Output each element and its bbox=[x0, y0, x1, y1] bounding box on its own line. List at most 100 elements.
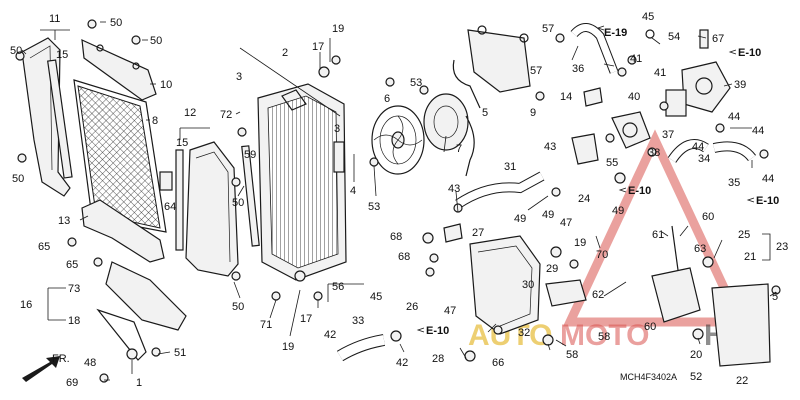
leader-line bbox=[239, 47, 341, 117]
callout-labels: 11 50 15 50 50 10 8 50 13 64 65 65 16 73… bbox=[10, 11, 788, 389]
callout-65: 65 bbox=[66, 259, 78, 271]
bolt-icon bbox=[99, 373, 109, 383]
callout-12: 12 bbox=[184, 107, 196, 119]
callout-72: 72 bbox=[220, 109, 232, 121]
callout-44: 44 bbox=[728, 111, 740, 123]
callout-1: 1 bbox=[136, 377, 142, 389]
fan-group bbox=[371, 25, 531, 177]
drawing-code: MCH4F3402A bbox=[620, 372, 677, 382]
callout-65: 65 bbox=[38, 241, 50, 253]
callout-6: 6 bbox=[384, 93, 390, 105]
callout-24: 24 bbox=[578, 193, 590, 205]
clamp-icon bbox=[647, 147, 657, 157]
callout-53: 53 bbox=[410, 77, 422, 89]
grouping-brackets bbox=[40, 29, 771, 321]
bolt-icon bbox=[331, 55, 341, 65]
callout-59: 59 bbox=[244, 149, 256, 161]
callout-17: 17 bbox=[312, 41, 324, 53]
bolt-icon bbox=[519, 33, 529, 43]
clamp-icon bbox=[759, 149, 769, 159]
fan-blade-icon bbox=[373, 134, 423, 146]
bolt-67-part bbox=[699, 29, 709, 49]
cooling-fan-part bbox=[371, 105, 425, 175]
bolt-icon bbox=[369, 157, 379, 167]
rubber-mount-part bbox=[159, 171, 173, 191]
callout-49: 49 bbox=[612, 205, 624, 217]
bolt-icon bbox=[313, 291, 323, 301]
callout-70: 70 bbox=[596, 249, 608, 261]
callout-50: 50 bbox=[12, 173, 24, 185]
callout-14: 14 bbox=[560, 91, 572, 103]
bracket-line-56 bbox=[327, 283, 364, 302]
callout-21: 21 bbox=[744, 251, 756, 263]
callout-5: 5 bbox=[772, 291, 778, 303]
thermostat-port bbox=[695, 77, 713, 95]
callout-67: 67 bbox=[712, 33, 724, 45]
arrow-icon bbox=[746, 197, 755, 203]
callout-52: 52 bbox=[690, 371, 702, 383]
callout-3: 3 bbox=[334, 123, 340, 135]
front-arrow-icon bbox=[22, 356, 60, 382]
thermostat-housing-part bbox=[681, 61, 731, 113]
reserve-tank-group bbox=[443, 223, 771, 367]
callout-17: 17 bbox=[300, 313, 312, 325]
callout-15: 15 bbox=[176, 137, 188, 149]
clamp-icon bbox=[614, 172, 626, 184]
thermostat-part bbox=[665, 89, 687, 117]
callout-18: 18 bbox=[68, 315, 80, 327]
upper-cover-hole-icon bbox=[96, 44, 104, 52]
bolt-icon bbox=[692, 328, 704, 340]
callout-7: 7 bbox=[456, 143, 462, 155]
bracket-30-part bbox=[545, 279, 587, 307]
callout-32: 32 bbox=[518, 327, 530, 339]
callout-43: 43 bbox=[544, 141, 556, 153]
callout-2: 2 bbox=[282, 47, 288, 59]
callout-41: 41 bbox=[654, 67, 666, 79]
tank-hose-part bbox=[671, 225, 679, 271]
front-direction-indicator: FR. bbox=[22, 353, 70, 382]
callout-58: 58 bbox=[566, 349, 578, 361]
bolt-icon bbox=[569, 259, 579, 269]
bolt-icon bbox=[771, 285, 781, 295]
clamp-icon bbox=[702, 256, 714, 268]
callout-23: 23 bbox=[776, 241, 788, 253]
bolt-icon bbox=[551, 187, 561, 197]
fastener-group bbox=[15, 19, 781, 383]
callout-20: 20 bbox=[690, 349, 702, 361]
callout-50: 50 bbox=[150, 35, 162, 47]
callout-45: 45 bbox=[370, 291, 382, 303]
bolt-icon bbox=[419, 85, 429, 95]
bolt-icon bbox=[555, 33, 565, 43]
callout-47: 47 bbox=[560, 217, 572, 229]
oring-icon bbox=[605, 133, 615, 143]
lower-cowl-part bbox=[105, 261, 187, 331]
callout-62: 62 bbox=[592, 289, 604, 301]
upper-cover-part bbox=[81, 39, 157, 101]
radiator-grille-part bbox=[77, 85, 161, 229]
callout-41: 41 bbox=[630, 53, 642, 65]
callout-44: 44 bbox=[692, 141, 704, 153]
reserve-tank-cover-part bbox=[469, 235, 541, 335]
rod-59-part bbox=[241, 145, 260, 247]
bolt-icon bbox=[67, 237, 77, 247]
callout-37: 37 bbox=[662, 129, 674, 141]
bolt-icon bbox=[231, 271, 241, 281]
clamp-icon bbox=[715, 123, 725, 133]
callout-49: 49 bbox=[514, 213, 526, 225]
radiator-fins bbox=[267, 95, 339, 269]
nut-icon bbox=[542, 334, 554, 346]
bolt-icon bbox=[477, 25, 487, 35]
lower-bracket-part bbox=[81, 199, 165, 263]
callout-54: 54 bbox=[668, 31, 680, 43]
bolt-icon bbox=[493, 325, 503, 335]
cap-14-part bbox=[583, 87, 603, 107]
callout-11: 11 bbox=[49, 13, 60, 25]
callout-50: 50 bbox=[10, 45, 22, 57]
callout-42: 42 bbox=[396, 357, 408, 369]
bracket-line-23 bbox=[762, 233, 771, 261]
bolt-icon bbox=[425, 267, 435, 277]
radiator-grille-frame bbox=[73, 79, 167, 233]
callout-15: 15 bbox=[56, 49, 68, 61]
